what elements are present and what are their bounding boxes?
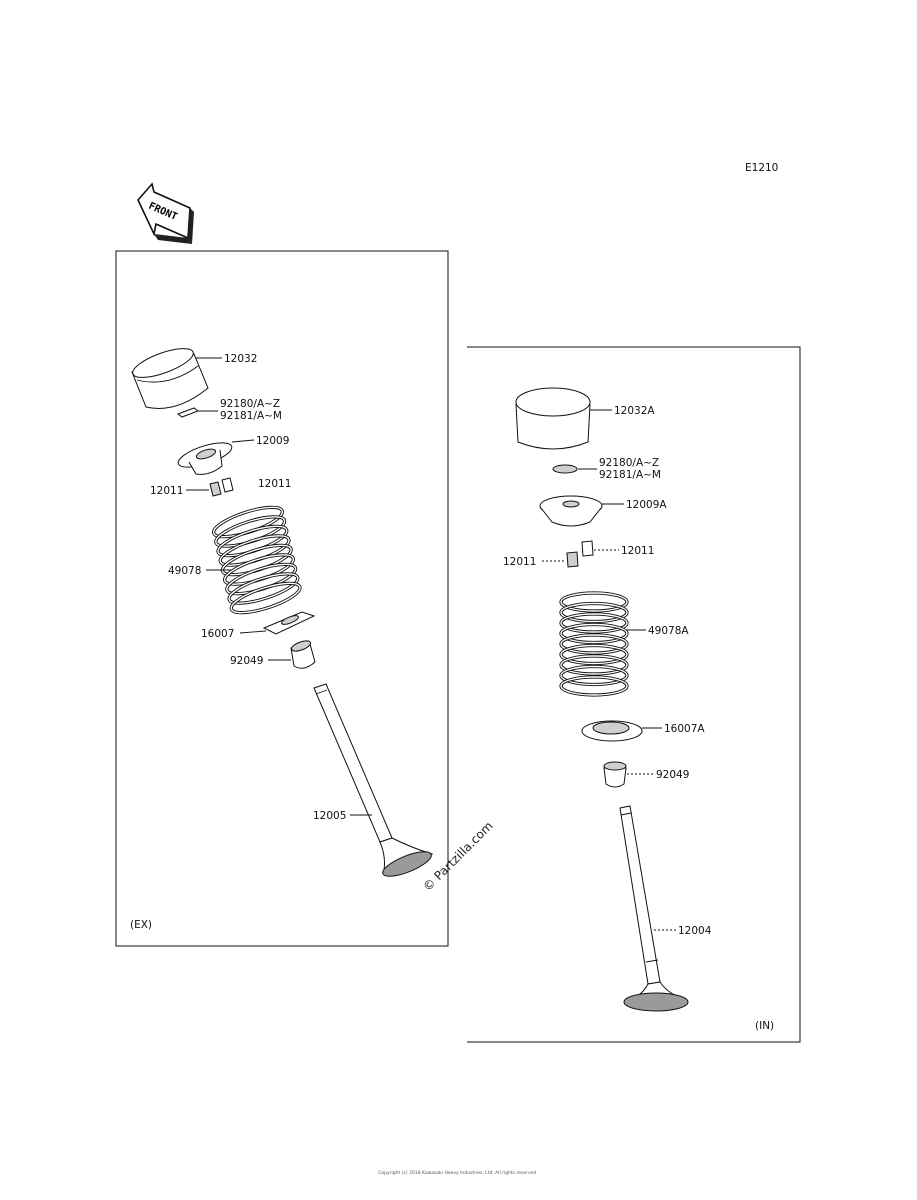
copyright-footer: Copyright (c) 2018 Kawasaki Heavy Indust… (378, 1170, 537, 1176)
ex-label-12011-right: 12011 (258, 478, 291, 490)
intake-frame: (IN) (467, 346, 801, 1043)
ex-shim-92180: 92180/A~Z 92181/A~M (176, 398, 282, 422)
in-keeper-12011: 12011 12011 (503, 540, 654, 568)
in-seal-92049: 92049 (603, 761, 689, 788)
diagram-code: E1210 (745, 162, 778, 174)
in-label-16007A: 16007A (664, 723, 705, 735)
ex-keeper-12011: 12011 12011 (150, 477, 291, 497)
in-retainer-12009A: 12009A (539, 495, 667, 527)
in-tappet-12032A: 12032A (515, 387, 655, 450)
in-label-12032A: 12032A (614, 405, 655, 417)
ex-tappet-12032: 12032 (131, 348, 257, 409)
ex-retainer-12009: 12009 (177, 435, 289, 475)
in-label-49078A: 49078A (648, 625, 689, 637)
ex-spring-49078 (212, 505, 302, 615)
ex-seal-92049: 92049 (230, 640, 316, 669)
intake-section-label: (IN) (755, 1020, 774, 1032)
ex-label-16007: 16007 (201, 628, 234, 640)
in-label-12009A: 12009A (626, 499, 667, 511)
ex-valve-12005: 12005 (313, 683, 434, 877)
in-label-92180: 92180/A~Z (599, 457, 659, 469)
front-arrow-icon: FRONT (137, 182, 194, 244)
in-spring-49078A (559, 591, 629, 697)
in-label-12011-right: 12011 (621, 545, 654, 557)
ex-label-92181: 92181/A~M (220, 410, 282, 422)
in-label-12011-left: 12011 (503, 556, 536, 568)
ex-label-12032: 12032 (224, 353, 257, 365)
in-label-92049: 92049 (656, 769, 689, 781)
ex-label-12005: 12005 (313, 810, 346, 822)
ex-label-49078: 49078 (168, 565, 201, 577)
in-label-12004: 12004 (678, 925, 712, 937)
ex-label-12009: 12009 (256, 435, 289, 447)
in-shim-92180: 92180/A~Z 92181/A~M (552, 457, 661, 481)
ex-label-92049: 92049 (230, 655, 263, 667)
exhaust-section-label: (EX) (130, 919, 152, 931)
in-valve-12004: 12004 (619, 805, 712, 1012)
exhaust-frame: (EX) (115, 250, 449, 947)
ex-label-92180: 92180/A~Z (220, 398, 280, 410)
in-seat-16007A: 16007A (581, 720, 705, 742)
ex-seat-16007: 16007 (201, 611, 316, 640)
in-label-92181: 92181/A~M (599, 469, 661, 481)
ex-label-12011-left: 12011 (150, 485, 183, 497)
